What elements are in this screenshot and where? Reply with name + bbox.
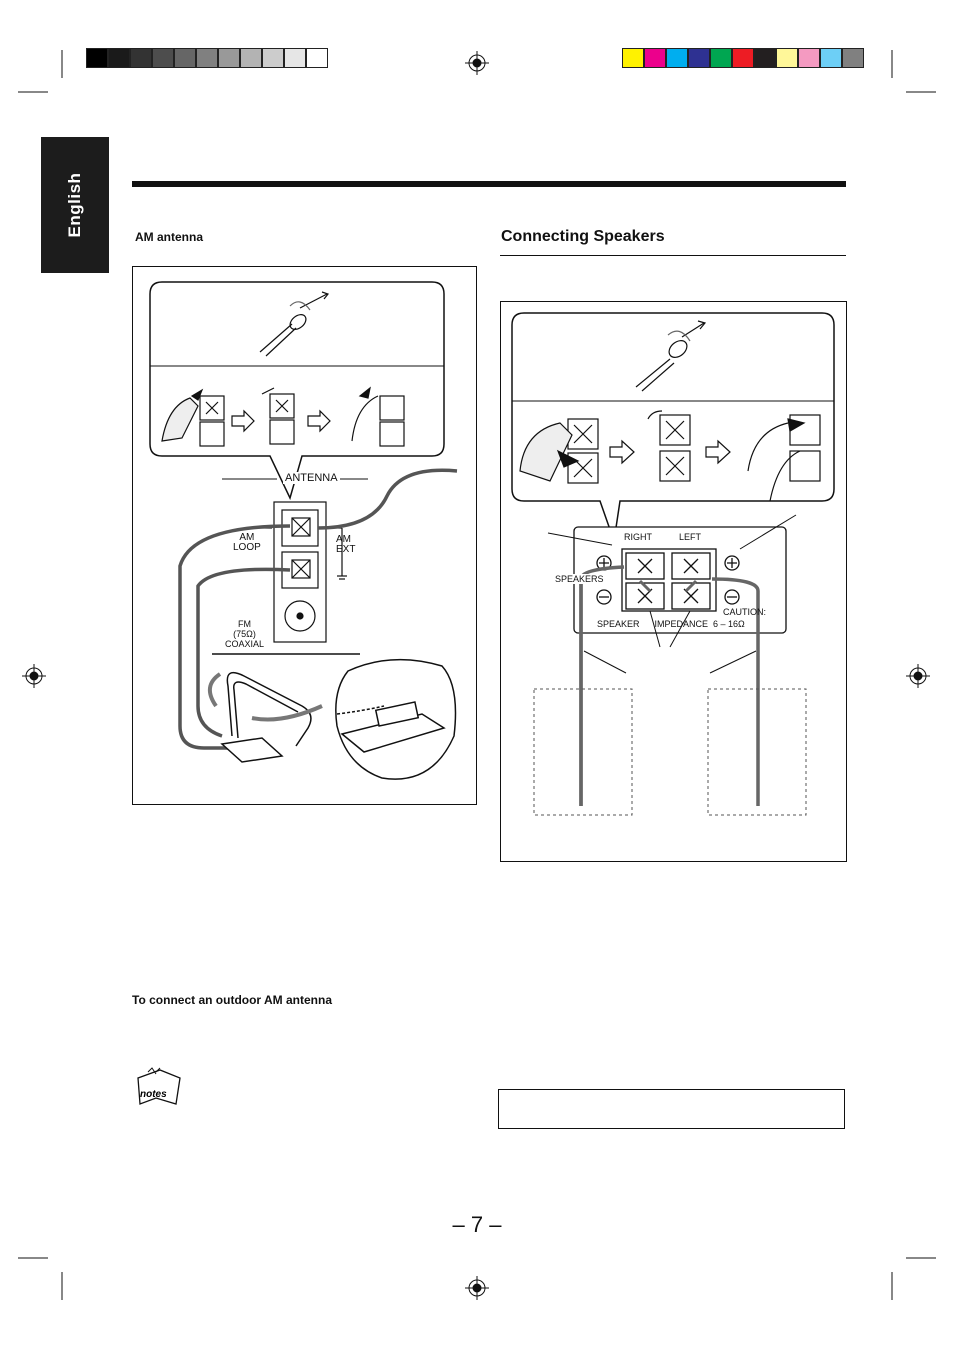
- am-ext-label-line1: AM: [336, 534, 351, 545]
- notes-icon: notes: [137, 1067, 181, 1105]
- color-swatch: [108, 48, 130, 68]
- connecting-speakers-heading: Connecting Speakers: [501, 228, 665, 245]
- color-swatch: [306, 48, 328, 68]
- antenna-label: ANTENNA: [283, 472, 340, 484]
- terminal-press-steps-icon: [161, 386, 405, 447]
- speaker-terminal-board: [573, 526, 787, 634]
- am-loop-label: AM LOOP: [233, 533, 261, 553]
- outdoor-am-antenna-heading: To connect an outdoor AM antenna: [132, 993, 332, 1007]
- color-swatch: [688, 48, 710, 68]
- color-swatch: [842, 48, 864, 68]
- left-speaker-outline: [707, 688, 807, 816]
- caution-label: CAUTION:: [723, 607, 767, 617]
- fm-label-line2: (75Ω): [233, 629, 256, 639]
- wire-twist-icon: [635, 320, 707, 392]
- language-tab-label: English: [65, 172, 84, 238]
- right-terminal-label: RIGHT: [624, 532, 652, 542]
- color-swatch: [240, 48, 262, 68]
- speakers-label: SPEAKERS: [555, 574, 604, 584]
- am-loop-label-line1: AM: [239, 532, 255, 543]
- left-terminal-label: LEFT: [679, 532, 702, 542]
- am-loop-label-line2: LOOP: [233, 542, 261, 553]
- color-swatch: [622, 48, 644, 68]
- speaker-connection-diagram: [511, 312, 835, 816]
- am-antenna-diagram: [149, 281, 458, 780]
- am-ext-label-line2: EXT: [336, 544, 356, 555]
- color-swatch: [262, 48, 284, 68]
- color-swatch: [284, 48, 306, 68]
- top-rule: [132, 181, 846, 187]
- right-speaker-outline: [533, 688, 633, 816]
- color-swatch: [86, 48, 108, 68]
- language-tab: English: [41, 137, 109, 273]
- color-swatch: [732, 48, 754, 68]
- speaker-impedance-label: SPEAKER IMPEDANCE 6 – 16Ω: [597, 619, 745, 629]
- color-swatch: [644, 48, 666, 68]
- color-swatch: [174, 48, 196, 68]
- am-antenna-heading: AM antenna: [135, 230, 204, 244]
- notes-icon-text: notes: [140, 1089, 167, 1100]
- am-ext-label: AM EXT: [336, 535, 355, 555]
- am-antenna-diagram-panel: ANTENNA AM LOOP AM EXT FM (75Ω) COAXIAL: [132, 266, 477, 805]
- color-swatch: [710, 48, 732, 68]
- color-swatch: [798, 48, 820, 68]
- section-rule: [500, 255, 846, 256]
- speaker-terminal-press-steps-icon: [519, 410, 821, 502]
- color-swatch: [130, 48, 152, 68]
- fm-label-line1: FM: [238, 619, 251, 629]
- color-swatch: [754, 48, 776, 68]
- color-swatch: [820, 48, 842, 68]
- color-swatch: [196, 48, 218, 68]
- color-swatch: [152, 48, 174, 68]
- wire-twist-icon: [259, 291, 330, 357]
- color-swatch: [666, 48, 688, 68]
- page-number: – 7 –: [452, 1212, 502, 1237]
- am-loop-antenna-icon: [208, 671, 323, 763]
- registration-mark-icon: [22, 51, 930, 1300]
- antenna-terminal-block: [254, 501, 347, 643]
- fm-coaxial-label: FM (75Ω) COAXIAL: [225, 619, 264, 649]
- speaker-note-box: [498, 1089, 845, 1129]
- antenna-clip-detail-icon: [335, 658, 457, 780]
- speaker-connection-diagram-panel: RIGHT LEFT SPEAKERS CAUTION: SPEAKER IMP…: [500, 301, 847, 862]
- fm-label-line3: COAXIAL: [225, 639, 265, 649]
- color-swatch: [218, 48, 240, 68]
- color-swatch: [776, 48, 798, 68]
